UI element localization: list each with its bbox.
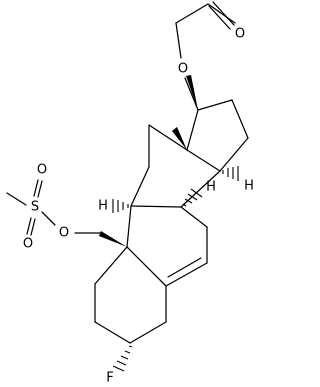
bond-c3-c4	[129, 321, 167, 344]
bond-s-o-top-2	[37, 180, 43, 198]
bond-c6-c5-double	[167, 257, 202, 278]
bond-acetyl-c-to-ester-o	[175, 22, 182, 59]
bond-c10-c1	[94, 246, 128, 285]
ring-d	[186, 75, 249, 172]
bond-acetyl-methyl	[207, 3, 236, 24]
bond-c9-c8	[130, 205, 182, 208]
atom-label-sulfur: S	[31, 200, 39, 215]
atom-label-o-sulfonyl-top: O	[37, 163, 47, 178]
bond-s-o-top	[33, 179, 39, 197]
atom-label-h-c8: H	[206, 180, 216, 195]
bond-ester-o-to-c17	[184, 77, 199, 111]
atom-label-o-sulfonyl-bottom: O	[23, 237, 33, 252]
structure-canvas: O O O S O O F H H H	[6, 1, 254, 386]
hash-c14-h	[222, 166, 239, 181]
atom-label-o-ester: O	[178, 62, 188, 77]
bond-c2-c3	[94, 321, 131, 344]
bond-s-o-bottom-2	[30, 218, 36, 236]
atom-label-o-carbonyl: O	[235, 27, 245, 42]
ring-c	[130, 124, 221, 208]
bond-c9-c10	[126, 205, 132, 248]
atom-label-o-mesylate: O	[59, 226, 69, 241]
bond-acetyl-carbonyl-1	[175, 3, 209, 24]
bond-o-s	[41, 211, 56, 226]
bond-c13-c12	[148, 124, 188, 151]
bond-c5-c10	[126, 246, 167, 287]
bond-s-o-bottom	[26, 217, 32, 235]
hash-c3-fluorine	[112, 345, 133, 372]
bond-c13-c17	[186, 109, 199, 151]
bond-c14-c13	[186, 149, 221, 172]
bond-c16-c15	[231, 99, 249, 139]
wedge-c13-methyl	[172, 127, 187, 150]
hash-c8-h	[182, 188, 203, 207]
atom-label-h-c14: H	[244, 179, 254, 194]
hash-c9-h	[112, 199, 129, 213]
bond-c17-c16	[197, 99, 233, 111]
steroid-structure-drawing: O O O S O O F H H H	[6, 1, 254, 386]
bond-c6-c5	[165, 262, 208, 287]
atom-label-fluorine: F	[106, 371, 113, 386]
ring-a	[94, 246, 167, 372]
mesylate-chain	[6, 179, 127, 247]
bond-s-methyl	[6, 192, 27, 206]
bond-c11-c9	[130, 166, 150, 207]
bond-c15-c14	[219, 137, 249, 172]
bond-c8-c7	[180, 206, 208, 228]
bond-carbonyl-double-a	[208, 5, 231, 30]
bond-carbonyl-double-b	[212, 1, 235, 26]
atom-label-h-c9: H	[98, 199, 108, 214]
wedge-c17-oac	[186, 75, 198, 110]
acetate-group	[175, 1, 236, 111]
ring-b	[126, 205, 208, 287]
wedge-c10-ch2	[99, 231, 127, 247]
